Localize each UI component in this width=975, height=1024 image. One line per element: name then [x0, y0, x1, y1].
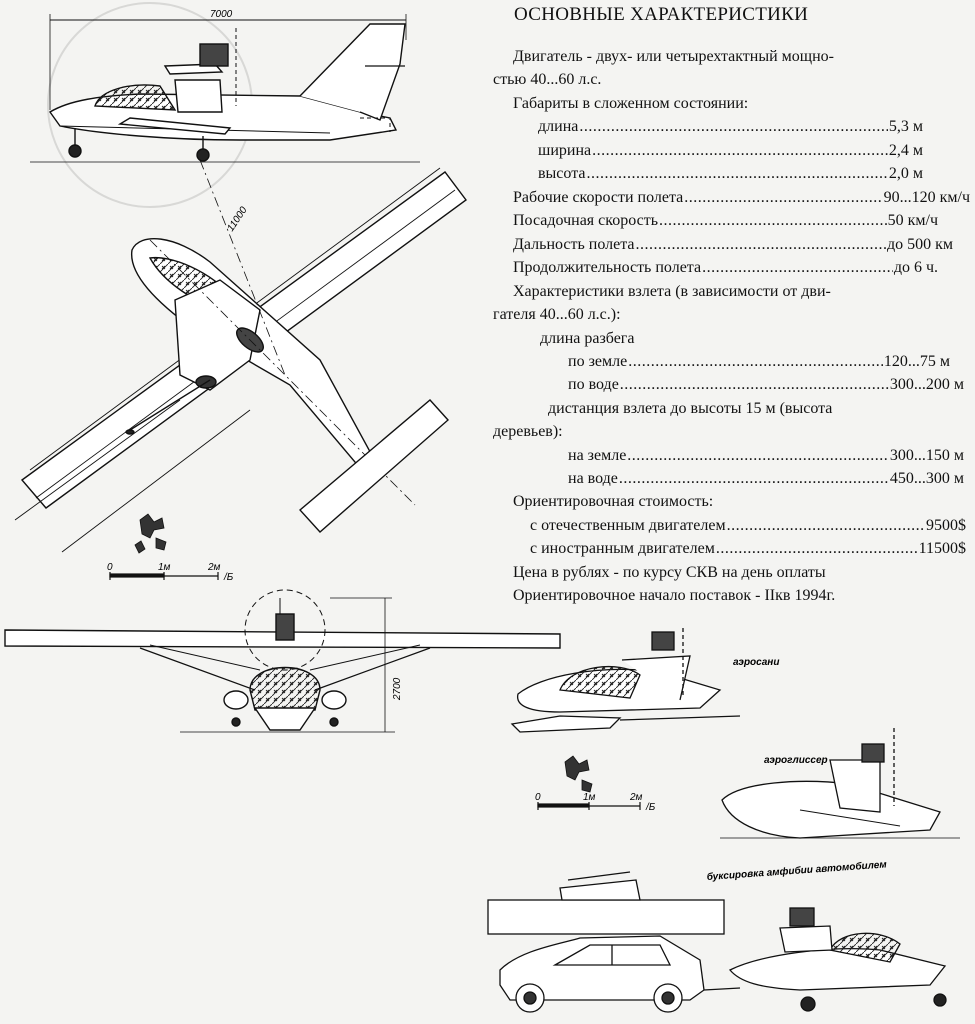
scale2-label-2: 2м — [629, 792, 643, 803]
run-ground-row: по земле 120...75 м — [568, 353, 950, 371]
cost-domestic-row: с отечественным двигателем 9500$ — [530, 517, 966, 535]
cost-header: Ориентировочная стоимость: — [513, 493, 714, 510]
run-header: длина разбега — [540, 330, 635, 347]
delivery-start: Ориентировочное начало поставок - IIкв 1… — [513, 587, 836, 604]
aeroglisser-drawing — [720, 728, 960, 839]
towing-drawing — [487, 871, 947, 1013]
cost-domestic-label: с отечественным двигателем — [530, 517, 726, 534]
cruise-speed-label: Рабочие скорости полета — [513, 189, 684, 206]
height-value: 2,0 м — [888, 165, 923, 182]
front-view-drawing — [4, 589, 561, 733]
scale-label-2: 2м — [207, 562, 221, 573]
cost-foreign-value: 11500$ — [918, 540, 966, 557]
length-dimension-label: 7000 — [210, 9, 233, 20]
run-water-row: по воде 300...200 м — [568, 376, 964, 394]
scale-bar-1 — [109, 513, 219, 580]
aeroglisser-label: аэроглиссер — [764, 755, 828, 766]
width-row: ширина 2,4 м — [538, 142, 923, 160]
dist-ground-label: на земле — [568, 447, 627, 464]
length-row: длина 5,3 м — [538, 118, 923, 136]
distance-line-1: дистанция взлета до высоты 15 м (высота — [548, 400, 833, 417]
scale-bar-2 — [537, 755, 641, 810]
run-ground-value: 120...75 м — [883, 353, 950, 370]
scale-label-0: 0 — [107, 562, 113, 573]
scale2-label-0: 0 — [535, 792, 541, 803]
height-row: высота 2,0 м — [538, 165, 923, 183]
page-title: ОСНОВНЫЕ ХАРАКТЕРИСТИКИ — [514, 4, 809, 25]
dist-ground-value: 300...150 м — [889, 447, 964, 464]
height-dimension-label: 2700 — [392, 677, 403, 701]
span-dimension-label: 11000 — [225, 205, 249, 234]
landing-speed-label: Посадочная скорость — [513, 212, 658, 229]
price-rubles: Цена в рублях - по курсу СКВ на день опл… — [513, 564, 826, 581]
range-row: Дальность полета до 500 км — [513, 236, 953, 254]
endurance-row: Продолжительность полета до 6 ч. — [513, 259, 938, 277]
distance-line-2: деревьев): — [493, 423, 563, 440]
aerosani-drawing — [510, 628, 741, 733]
cost-foreign-row: с иностранным двигателем 11500$ — [530, 540, 966, 558]
scale-mark-label: /Б — [223, 572, 234, 583]
takeoff-line-1: Характеристики взлета (в зависимости от … — [513, 283, 831, 300]
landing-speed-row: Посадочная скорость 50 км/ч — [513, 212, 938, 230]
range-label: Дальность полета — [513, 236, 635, 253]
dist-ground-row: на земле 300...150 м — [568, 447, 964, 465]
cruise-speed-row: Рабочие скорости полета 90...120 км/ч — [513, 189, 970, 207]
endurance-value: до 6 ч. — [893, 259, 938, 276]
side-view-drawing — [30, 14, 420, 163]
scale2-mark-label: /Б — [645, 802, 656, 813]
dist-water-value: 450...300 м — [889, 470, 964, 487]
width-value: 2,4 м — [888, 142, 923, 159]
takeoff-line-2: гателя 40...60 л.с.): — [493, 306, 621, 323]
run-ground-label: по земле — [568, 353, 628, 370]
run-water-label: по воде — [568, 376, 619, 393]
dist-water-row: на воде 450...300 м — [568, 470, 964, 488]
height-label: высота — [538, 165, 586, 182]
endurance-label: Продолжительность полета — [513, 259, 702, 276]
cost-domestic-value: 9500$ — [926, 517, 966, 534]
length-value: 5,3 м — [888, 118, 923, 135]
aerosani-label: аэросани — [733, 657, 779, 668]
cruise-speed-value: 90...120 км/ч — [883, 189, 970, 206]
engine-line-2: стью 40...60 л.с. — [493, 71, 602, 88]
dist-water-label: на воде — [568, 470, 618, 487]
run-water-value: 300...200 м — [889, 376, 964, 393]
scale-label-1: 1м — [158, 562, 171, 573]
engine-line-1: Двигатель - двух- или четырехтактный мощ… — [513, 48, 835, 65]
scale2-label-1: 1м — [583, 792, 596, 803]
range-value: до 500 км — [886, 236, 953, 253]
length-label: длина — [538, 118, 579, 135]
towing-label: буксировка амфибии автомобилем — [706, 858, 887, 883]
cost-foreign-label: с иностранным двигателем — [530, 540, 715, 557]
top-view-drawing — [14, 159, 467, 553]
landing-speed-value: 50 км/ч — [887, 212, 938, 229]
dimensions-header: Габариты в сложенном состоянии: — [513, 95, 749, 112]
width-label: ширина — [538, 142, 592, 159]
